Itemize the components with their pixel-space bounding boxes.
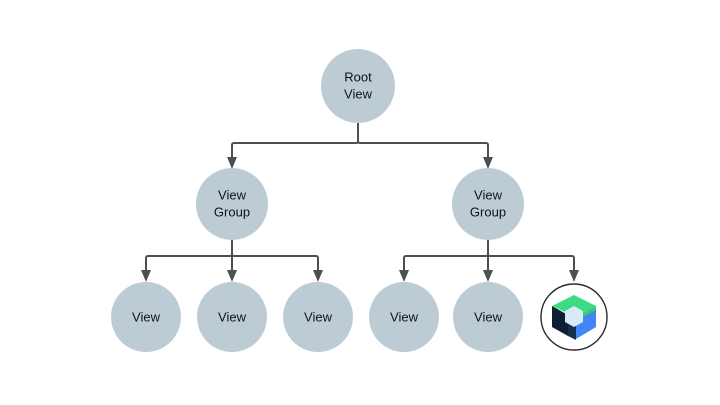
view-leaf-3-label: View [304,309,333,324]
edge-vgl-to-view-leaf-3 [231,240,319,273]
arrowhead-compose-leaf [569,270,579,282]
view-group-right-label-line-2: Group [470,204,506,219]
edge-root-to-view-group-left [231,123,359,160]
node-view-leaf-5[interactable]: View [453,282,523,352]
arrowhead-view-group-left [227,157,237,169]
arrowhead-view-group-right [483,157,493,169]
arrowhead-view-leaf-5 [483,270,493,282]
compose-logo-left-face [552,306,568,336]
node-view-leaf-2[interactable]: View [197,282,267,352]
view-group-left-label-line-1: View [218,187,247,202]
arrowhead-view-leaf-3 [313,270,323,282]
node-layer: Root View View Group View Group View [111,49,608,352]
view-leaf-5-label: View [474,309,503,324]
node-view-leaf-4[interactable]: View [369,282,439,352]
arrowhead-view-leaf-4 [399,270,409,282]
compose-logo-right-face [576,306,596,339]
view-leaf-2-circle[interactable] [197,282,267,352]
view-group-right-label-line-1: View [474,187,503,202]
root-view-label-line-1: Root [344,69,372,84]
view-leaf-3-circle[interactable] [283,282,353,352]
view-leaf-4-label: View [390,309,419,324]
node-view-leaf-1[interactable]: View [111,282,181,352]
jetpack-compose-logo-icon [552,295,596,340]
view-leaf-2-label: View [218,309,247,324]
view-leaf-1-circle[interactable] [111,282,181,352]
edge-root-to-view-group-right [357,123,489,160]
arrowhead-view-leaf-1 [141,270,151,282]
edge-vgr-to-compose-leaf [487,240,575,273]
view-leaf-1-label: View [132,309,161,324]
node-root-view[interactable]: Root View [321,49,395,123]
compose-logo-center-hexagon [565,306,583,327]
view-group-right-circle[interactable] [452,168,524,240]
root-view-circle[interactable] [321,49,395,123]
view-group-left-label-line-2: Group [214,204,250,219]
view-group-left-circle[interactable] [196,168,268,240]
view-leaf-5-circle[interactable] [453,282,523,352]
node-compose-leaf[interactable] [540,283,608,351]
connector-layer [141,123,579,282]
node-view-group-right[interactable]: View Group [452,168,524,240]
arrowhead-view-leaf-2 [227,270,237,282]
node-view-group-left[interactable]: View Group [196,168,268,240]
edge-vgr-to-view-leaf-4 [403,240,489,273]
edge-vgl-to-view-leaf-1 [145,240,233,273]
root-view-label-line-2: View [344,86,373,101]
view-leaf-4-circle[interactable] [369,282,439,352]
node-view-leaf-3[interactable]: View [283,282,353,352]
